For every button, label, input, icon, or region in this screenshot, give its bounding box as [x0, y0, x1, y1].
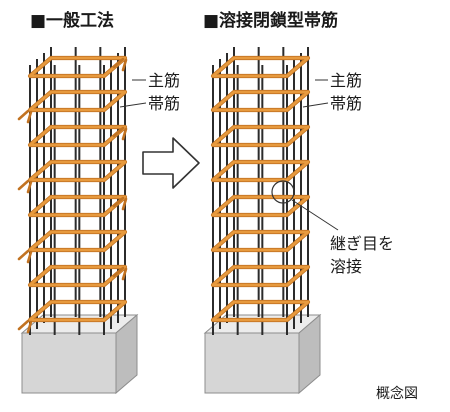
hoop: [28, 90, 127, 112]
hoop: [211, 300, 310, 322]
hoop-hook: [112, 196, 128, 211]
hoop: [211, 160, 310, 182]
leader-hoop-left: [119, 102, 147, 108]
label-main-bar-left: 主筋: [148, 71, 180, 90]
hoop: [211, 125, 310, 147]
hoop: [28, 125, 127, 147]
caption: 概念図: [376, 385, 418, 402]
column-welded-closed-hoop: [203, 47, 322, 395]
hoop: [28, 160, 127, 182]
hoop-hook: [17, 109, 33, 124]
label-hoop-right: 帯筋: [330, 94, 362, 113]
weld-joint-marker: [271, 180, 295, 204]
hoops: [210, 55, 311, 323]
hoop: [28, 195, 127, 217]
hoop-hook: [112, 57, 128, 72]
right-heading: ■溶接閉鎖型帯筋: [203, 10, 338, 31]
label-weld-line1: 継ぎ目を: [330, 234, 394, 253]
hoop-hook: [17, 249, 33, 264]
hoop: [28, 265, 127, 287]
hoop-hook: [112, 126, 128, 141]
leader-hoop-right: [302, 102, 329, 108]
label-main-bar-right: 主筋: [330, 71, 362, 90]
column-general-method: [17, 47, 139, 395]
hoop: [211, 230, 310, 252]
hoop: [211, 90, 310, 112]
hoop: [28, 230, 127, 252]
leader-weld: [291, 199, 339, 231]
hoop: [211, 265, 310, 287]
label-hoop-left: 帯筋: [148, 94, 180, 113]
concrete-base: [20, 313, 139, 395]
hoop-hook: [17, 179, 33, 194]
hoop: [28, 56, 127, 78]
hoop: [28, 300, 127, 322]
arrow-right-icon: [142, 137, 200, 189]
hoop-hook: [112, 266, 128, 281]
hoop-hook: [17, 319, 33, 334]
hoop: [211, 195, 310, 217]
label-weld-line2: 溶接: [330, 257, 362, 276]
left-heading: ■一般工法: [30, 10, 114, 31]
hoops: [17, 55, 128, 334]
hoop: [211, 56, 310, 78]
